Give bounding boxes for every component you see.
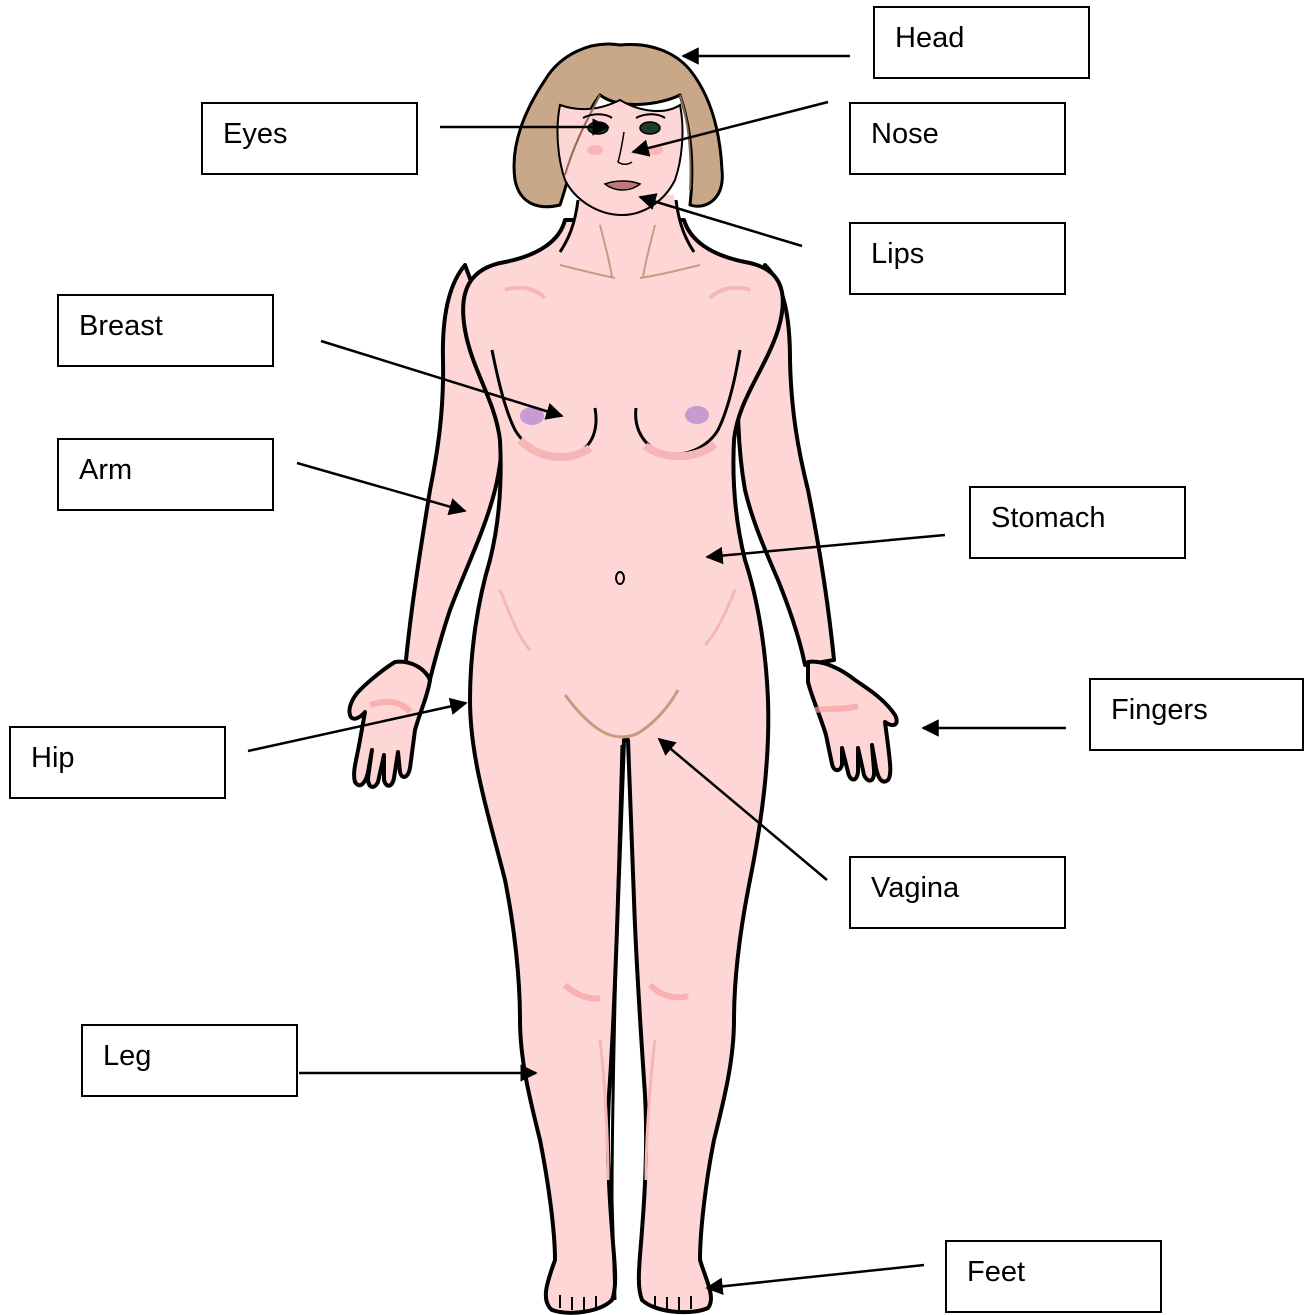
arrow-feet (707, 1265, 924, 1288)
label-vagina: Vagina (849, 856, 1066, 929)
right-hand (808, 662, 897, 782)
label-eyes: Eyes (201, 102, 418, 175)
label-lips: Lips (849, 222, 1066, 295)
label-breast: Breast (57, 294, 274, 367)
label-head: Head (873, 6, 1090, 79)
label-nose: Nose (849, 102, 1066, 175)
torso-and-legs (463, 220, 783, 1313)
right-nipple (685, 406, 709, 424)
woman-figure (349, 44, 896, 1313)
label-hip: Hip (9, 726, 226, 799)
label-arm: Arm (57, 438, 274, 511)
label-fingers: Fingers (1089, 678, 1304, 751)
right-eye (640, 122, 660, 134)
label-leg: Leg (81, 1024, 298, 1097)
left-hand (349, 662, 430, 787)
label-stomach: Stomach (969, 486, 1186, 559)
label-feet: Feet (945, 1240, 1162, 1313)
